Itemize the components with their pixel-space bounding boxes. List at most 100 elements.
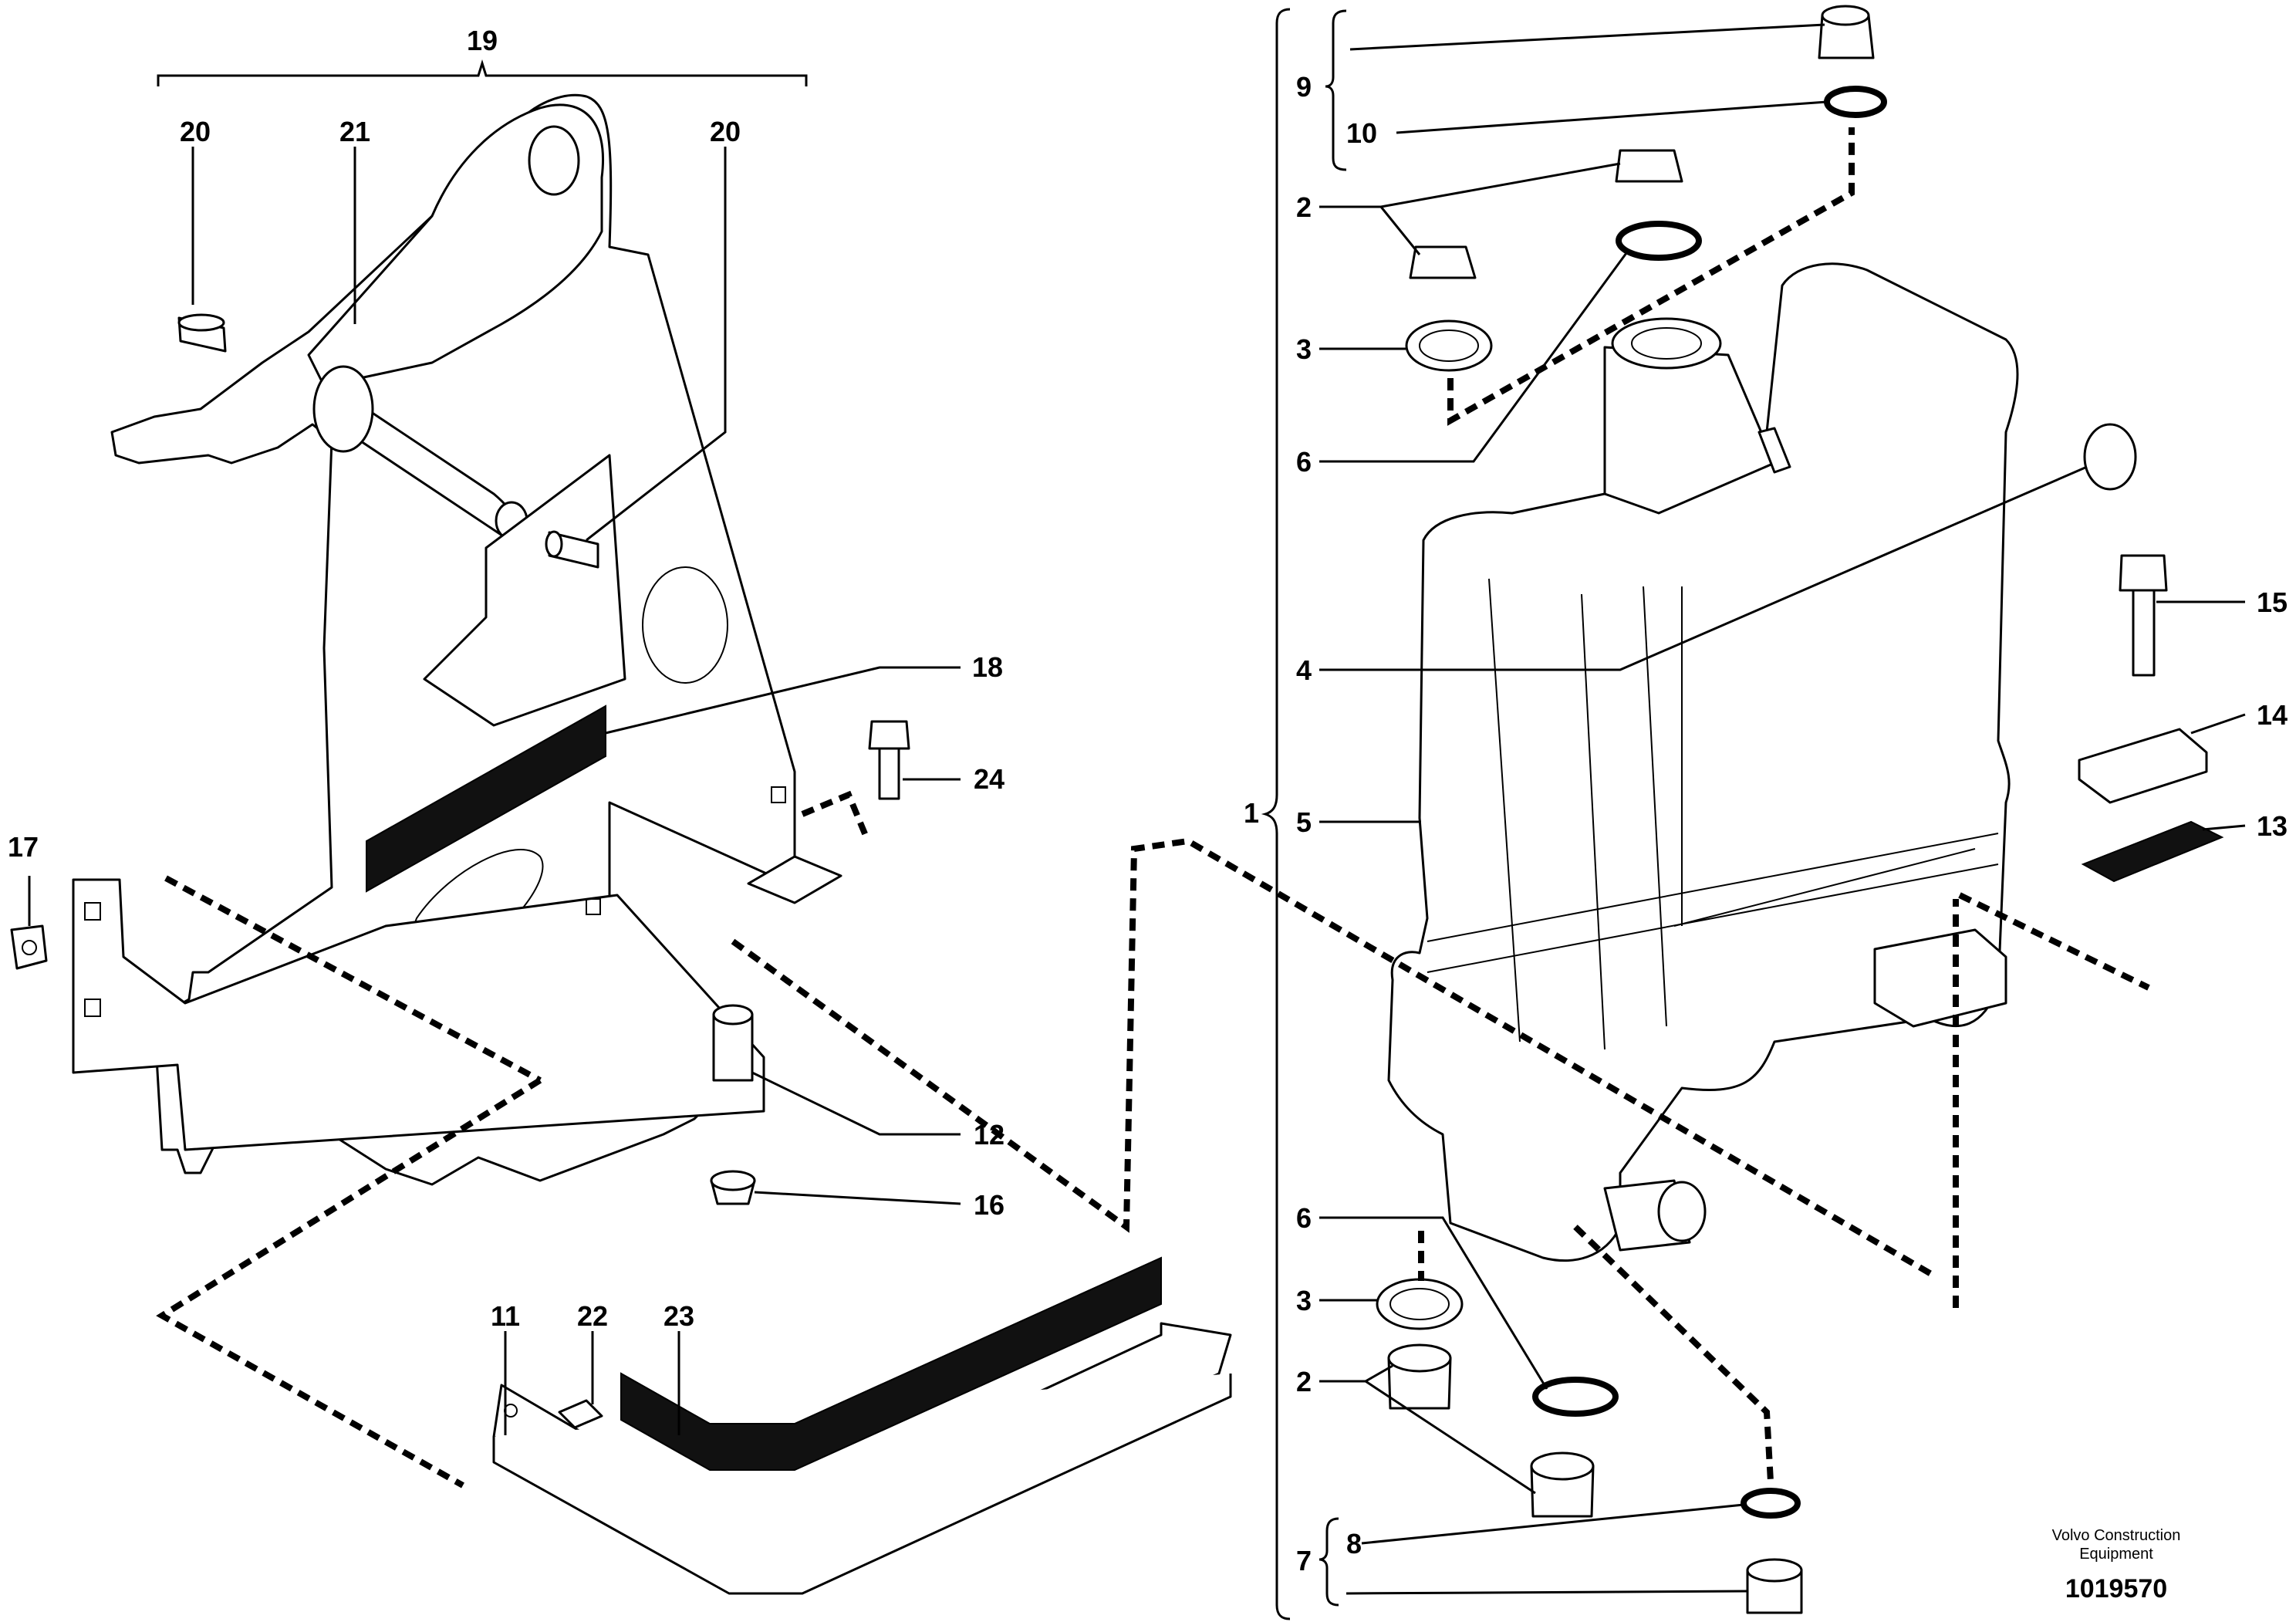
bolt-15-head bbox=[2119, 554, 2168, 592]
shaft-flange bbox=[312, 365, 374, 453]
plate-slot-sq bbox=[586, 898, 601, 915]
dash-line-f bbox=[1958, 892, 2150, 991]
bracket-arm bbox=[307, 103, 604, 387]
o-ring-6-lower bbox=[1532, 1377, 1619, 1417]
o-ring-8 bbox=[1741, 1488, 1801, 1519]
filler-opening-inner bbox=[1631, 327, 1702, 360]
leader-18 bbox=[605, 666, 961, 735]
o-ring-10 bbox=[1824, 86, 1887, 118]
leader-16 bbox=[754, 1191, 961, 1205]
cap-2-upper-a bbox=[1615, 149, 1683, 183]
callout-24: 24 bbox=[974, 763, 1004, 795]
assembly-lines bbox=[156, 127, 2150, 1489]
washer-3-upper-inner bbox=[1419, 329, 1479, 362]
plug-9-top bbox=[1821, 5, 1870, 26]
callout-5: 5 bbox=[1296, 806, 1312, 838]
group-braces bbox=[157, 8, 1347, 1620]
callout-6-lower: 6 bbox=[1296, 1202, 1312, 1234]
callout-15: 15 bbox=[2257, 586, 2288, 618]
leader-12 bbox=[751, 1071, 961, 1136]
brace-9 bbox=[1325, 9, 1347, 171]
tank-small-parts bbox=[1376, 5, 2224, 1614]
callout-4: 4 bbox=[1296, 654, 1312, 686]
callout-17: 17 bbox=[8, 831, 39, 863]
tank-nipple bbox=[1757, 427, 1791, 474]
callout-20-left: 20 bbox=[180, 116, 211, 147]
manufacturer-line-1: Volvo Construction bbox=[2052, 1527, 2181, 1544]
callout-11: 11 bbox=[491, 1300, 520, 1332]
bolt-24-head bbox=[868, 720, 910, 750]
callout-2-upper: 2 bbox=[1296, 191, 1312, 223]
brace-1 bbox=[1261, 8, 1291, 1620]
leader-8 bbox=[1361, 1503, 1744, 1545]
callout-12: 12 bbox=[974, 1119, 1004, 1151]
callout-1: 1 bbox=[1244, 797, 1259, 829]
callout-3-upper: 3 bbox=[1296, 333, 1312, 365]
bracket-assembly bbox=[10, 93, 910, 1205]
o-ring-6-upper bbox=[1616, 221, 1702, 261]
dash-line-h bbox=[1573, 1225, 1774, 1482]
document-number: 1019570 bbox=[2065, 1574, 2167, 1603]
pin-20-left-end bbox=[177, 313, 225, 332]
filler-opening bbox=[1611, 317, 1722, 370]
callout-3-lower: 3 bbox=[1296, 1285, 1312, 1316]
callout-2-lower: 2 bbox=[1296, 1366, 1312, 1397]
dash-line-e bbox=[1447, 127, 1855, 426]
tray-slot-2 bbox=[84, 999, 101, 1017]
callout-10: 10 bbox=[1346, 117, 1377, 149]
arm-hole bbox=[528, 125, 580, 196]
nut-16-top bbox=[710, 1170, 756, 1191]
tray-slot bbox=[84, 902, 101, 921]
callout-6-upper: 6 bbox=[1296, 446, 1312, 478]
washer-3-upper bbox=[1405, 319, 1493, 372]
leader-20-right bbox=[586, 147, 727, 542]
callout-9: 9 bbox=[1296, 71, 1312, 103]
tank-assembly bbox=[1387, 262, 2019, 1262]
dash-line-c bbox=[731, 837, 1939, 1280]
pin-20-right-end bbox=[545, 530, 563, 558]
leader-4 bbox=[1319, 465, 2088, 671]
tank-contour bbox=[1488, 578, 1976, 1050]
washer-3-lower-inner bbox=[1389, 1288, 1450, 1320]
callout-19: 19 bbox=[467, 25, 498, 56]
callout-8: 8 bbox=[1346, 1528, 1362, 1559]
spacer-12-top bbox=[712, 1004, 754, 1026]
leader-2-lower bbox=[1319, 1364, 1536, 1495]
callout-13: 13 bbox=[2257, 810, 2288, 842]
callout-14: 14 bbox=[2257, 699, 2288, 731]
cap-2-lower-a-top bbox=[1387, 1343, 1452, 1373]
leader-13 bbox=[2202, 824, 2246, 831]
cap-2-lower-b-top bbox=[1530, 1451, 1595, 1481]
washer-tank-5 bbox=[1387, 262, 2019, 1262]
bolt-24-shank bbox=[878, 747, 900, 800]
bracket-foot bbox=[747, 855, 842, 904]
callout-7: 7 bbox=[1296, 1545, 1312, 1576]
gasket-strip-23 bbox=[620, 1256, 1162, 1471]
plate-hole bbox=[642, 566, 728, 684]
leader-14 bbox=[2190, 713, 2246, 735]
callout-22: 22 bbox=[577, 1300, 608, 1332]
drawing-footer: Volvo Construction Equipment 1019570 bbox=[2052, 1527, 2181, 1603]
leader-2-upper bbox=[1319, 162, 1621, 255]
callout-21: 21 bbox=[339, 116, 370, 147]
dash-line-d bbox=[801, 790, 871, 843]
bracket-web bbox=[423, 454, 626, 727]
dash-line-b bbox=[156, 1077, 542, 1489]
plug-7-top bbox=[1746, 1558, 1803, 1583]
leader-7 bbox=[1346, 1590, 1748, 1595]
tank-outlet-end bbox=[1657, 1181, 1707, 1242]
pad-13 bbox=[2081, 820, 2224, 883]
clip-nut-17-hole bbox=[22, 940, 37, 955]
leader-10 bbox=[1396, 100, 1828, 134]
plug-4 bbox=[2083, 423, 2137, 491]
manufacturer-line-2: Equipment bbox=[2079, 1546, 2153, 1563]
brace-7 bbox=[1319, 1517, 1339, 1607]
callouts: 19 20 21 20 18 24 17 12 16 11 22 23 9 10… bbox=[8, 25, 2288, 1576]
tank-mount-block bbox=[1873, 928, 2007, 1028]
clamp-14 bbox=[2078, 728, 2208, 804]
bolt-15-shank bbox=[2132, 589, 2156, 677]
leader-9 bbox=[1349, 23, 1825, 51]
gasket-strip-18 bbox=[366, 705, 606, 893]
callout-16: 16 bbox=[974, 1189, 1004, 1221]
